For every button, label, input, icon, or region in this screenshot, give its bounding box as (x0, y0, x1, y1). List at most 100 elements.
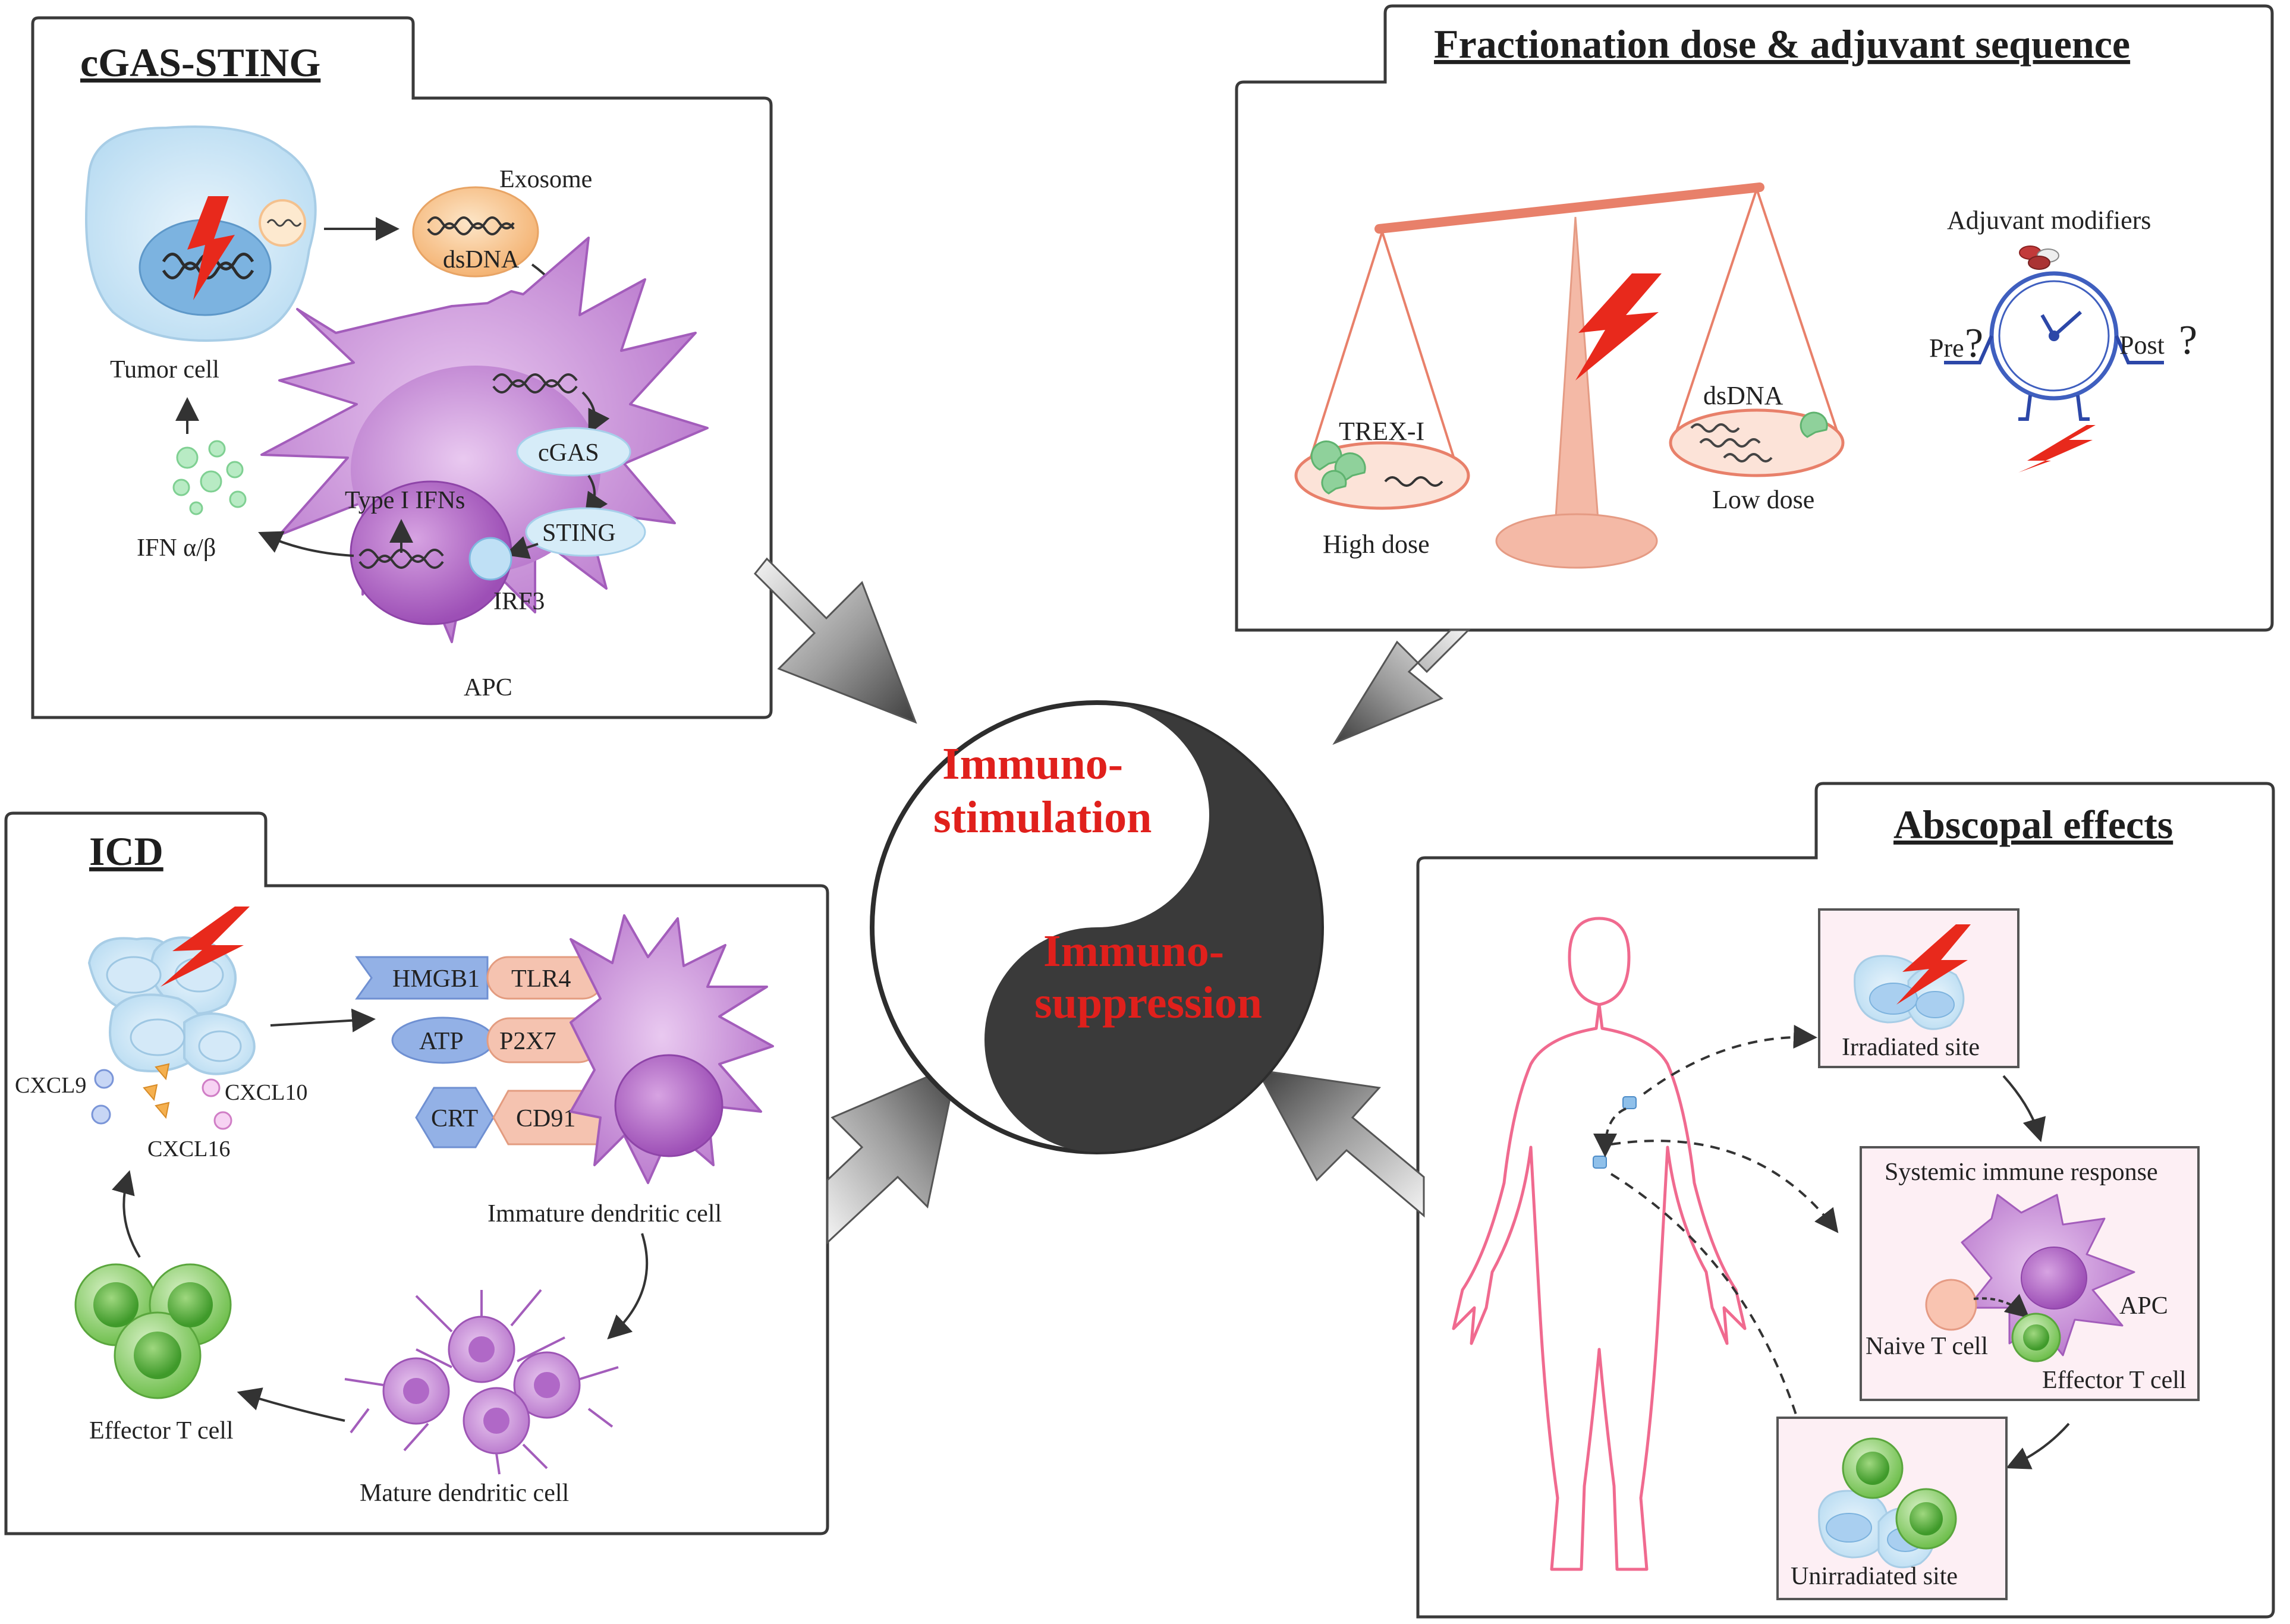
cgas-content: Tumor cell Exosome dsDNA cGAS STING IRF3… (85, 125, 709, 701)
arrow-immature-to-mature (607, 1233, 649, 1340)
mature-dc-dendrites (344, 1289, 619, 1475)
apc-dna-icon (492, 373, 578, 394)
arrow-irradiated-to-systemic (2002, 1075, 2046, 1143)
trex-enzyme-icons (1310, 440, 1366, 495)
tumor-cell-label: Tumor cell (110, 356, 219, 383)
hmgb1-tlr4-pair: HMGB1 TLR4 (355, 956, 605, 1000)
high-dose-dna-icon (1384, 476, 1443, 487)
exosome-label: Exosome (499, 166, 592, 193)
arrow-dna-to-cgas (581, 391, 610, 435)
immature-dc (570, 914, 774, 1184)
ifn-molecules (172, 440, 247, 515)
arrow-fractionation-to-center (1332, 629, 1471, 745)
cd91-label: CD91 (516, 1105, 575, 1132)
arrow-mature-to-effector (237, 1387, 345, 1422)
arrow-tumor-to-dc (270, 1008, 376, 1033)
irradiated-site-label: Irradiated site (1842, 1034, 1980, 1061)
icd-lightning-icon (161, 907, 250, 987)
cxcl16-molecules (143, 1063, 170, 1119)
systemic-effector-t-label: Effector T cell (2042, 1367, 2187, 1394)
dashed-arrow-to-systemic (1610, 1140, 1839, 1233)
exosome-dna-icon (427, 216, 515, 235)
tlr4-label: TLR4 (511, 965, 571, 993)
cxcl9-label: CXCL9 (15, 1073, 86, 1098)
arrow-icd-to-center (826, 1062, 959, 1245)
exosome (412, 186, 539, 278)
tumor-exosome (259, 199, 306, 247)
dashed-arrow-to-irradiated (1643, 1025, 1817, 1095)
trex-label: TREX-I (1339, 417, 1424, 446)
atp-label: ATP (419, 1028, 464, 1055)
low-dose-dna-icons (1690, 423, 1773, 462)
adjuvant-modifiers-label: Adjuvant modifiers (1947, 206, 2151, 235)
scale-beam (1374, 182, 1764, 234)
p2x7-label: P2X7 (499, 1028, 556, 1055)
pill-icons (2019, 246, 2059, 270)
fractionation-panel-frame (1235, 4, 2274, 632)
arrow-sting-to-irf3 (504, 536, 539, 559)
clock-arms (1944, 335, 2164, 364)
human-body-outline (1452, 917, 1747, 1571)
mature-dc-label: Mature dendritic cell (360, 1480, 569, 1507)
yang-dark-half (984, 703, 1322, 1152)
small-dna-icon (266, 219, 302, 227)
cgas-node (516, 427, 631, 477)
irf3-node (468, 537, 512, 581)
arrow-abscopal-to-center (1256, 1069, 1425, 1218)
fractionation-content: TREX-I High dose dsDNA Low dose Adjuvant… (1294, 182, 2197, 569)
low-dose-trex-icon (1800, 411, 1828, 438)
clock-legs (2018, 395, 2090, 421)
irradiated-lightning-icon (1896, 924, 1971, 1005)
arrow-cgas-to-center (753, 557, 917, 724)
effector-t-label: Effector T cell (89, 1417, 234, 1444)
scale-lightning-icon (1575, 273, 1662, 380)
scale-base (1495, 513, 1658, 569)
fractionation-panel-title: Fractionation dose & adjuvant sequence (1434, 21, 2130, 67)
cxcl10-label: CXCL10 (225, 1080, 307, 1105)
arrow-apc-to-ifn (258, 531, 354, 557)
cgas-panel-title: cGAS-STING (80, 40, 320, 85)
sting-label: STING (542, 520, 616, 547)
yin-yang-center: Immuno- stimulation Immuno- suppression (870, 700, 1324, 1154)
unirradiated-t-cells (1842, 1437, 1957, 1550)
post-question-mark: ? (2179, 317, 2197, 363)
arrow-effector-to-tumor (112, 1170, 141, 1258)
immuno-stimulation-line1: Immuno- (942, 739, 1123, 789)
apc-label: APC (464, 674, 512, 701)
pre-question-mark: ? (1965, 320, 1983, 366)
arrow-systemic-to-unirradiated (2006, 1422, 2070, 1469)
irf3-label: IRF3 (493, 588, 545, 615)
immuno-suppression-line1: Immuno- (1043, 926, 1224, 976)
unirradiated-site-label: Unirradiated site (1791, 1563, 1958, 1590)
lightning-icon (187, 196, 235, 300)
icd-panel-title: ICD (89, 829, 163, 874)
clock-lightning-icon (2018, 425, 2096, 473)
dashed-arrow-to-left-marker (1593, 1107, 1627, 1157)
crt-label: CRT (431, 1105, 478, 1132)
mature-dc-nuclei (403, 1336, 560, 1434)
naive-t-cell (1925, 1279, 1977, 1331)
immature-dc-label: Immature dendritic cell (487, 1200, 722, 1228)
arrow-naive-to-effector (1973, 1293, 2030, 1318)
abscopal-panel-title: Abscopal effects (1893, 802, 2173, 847)
hmgb1-label: HMGB1 (392, 965, 480, 993)
abscopal-content: Irradiated site Systemic immune response… (1452, 908, 2200, 1600)
low-dose-label: Low dose (1712, 485, 1814, 514)
cxcl16-label: CXCL16 (147, 1137, 230, 1162)
nucleus-dna-icon (358, 549, 444, 569)
systemic-response-label: Systemic immune response (1885, 1159, 2158, 1186)
pre-label: Pre (1929, 333, 1964, 363)
cgas-label: cGAS (538, 439, 599, 467)
atp-p2x7-pair: ATP P2X7 (391, 1016, 602, 1064)
naive-t-label: Naive T cell (1866, 1333, 1988, 1360)
low-dose-pan (1669, 408, 1845, 477)
type1-ifns-label: Type I IFNs (345, 487, 465, 514)
post-label: Post (2119, 331, 2165, 360)
icd-content: CXCL9 CXCL10 CXCL16 HMGB1 TLR4 ATP P2X7 … (15, 907, 774, 1507)
immuno-stimulation-line2: stimulation (933, 792, 1152, 842)
body-tumor-markers (1593, 1096, 1637, 1169)
high-dose-label: High dose (1323, 530, 1430, 559)
systemic-apc (1961, 1194, 2135, 1357)
systemic-apc-label: APC (2119, 1292, 2168, 1320)
